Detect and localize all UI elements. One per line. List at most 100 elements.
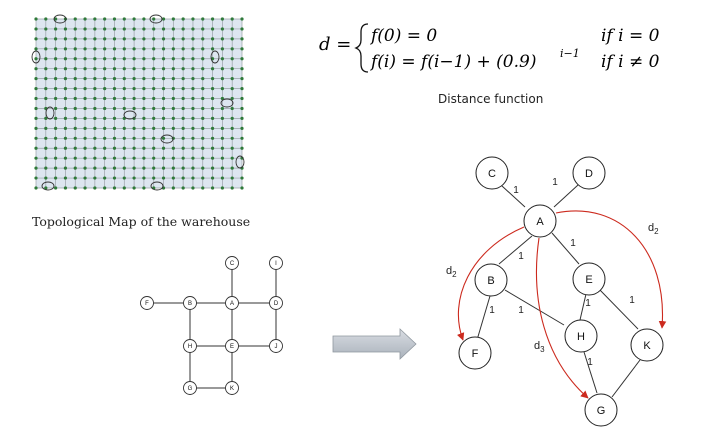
grid-node (93, 116, 97, 121)
cases-brace (354, 23, 369, 73)
grid-node (112, 186, 117, 190)
grid-node (152, 77, 156, 81)
grid-node (73, 106, 77, 111)
grid-node (44, 96, 48, 101)
grid-node (210, 116, 215, 121)
grid-node (44, 116, 48, 121)
grid-node (83, 106, 87, 111)
grid-node (83, 67, 87, 71)
grid-node (142, 176, 146, 180)
grid-node (54, 37, 58, 41)
small-node-label: C (230, 261, 235, 267)
grid-node (44, 166, 48, 170)
grid-node (201, 86, 205, 91)
grid-node (230, 136, 234, 140)
grid-node (34, 186, 38, 190)
grid-node (83, 17, 87, 21)
grid-node (44, 67, 48, 71)
grid-node (171, 77, 175, 81)
grid-node (191, 37, 195, 41)
grid-node (181, 67, 185, 71)
node-C (475, 156, 509, 190)
grid-node (54, 176, 58, 180)
small-node-I (269, 256, 283, 270)
small-node-F (140, 296, 154, 310)
grid-node (73, 176, 77, 180)
grid-node (112, 57, 117, 61)
case1-condition: if i = 0 (601, 26, 660, 46)
grid-node (73, 47, 77, 51)
grid-node (93, 37, 97, 41)
grid-node (34, 126, 38, 130)
map-marker (235, 155, 245, 169)
case2-exponent: i−1 (560, 47, 580, 60)
grid-node (230, 77, 234, 81)
grid-node (73, 17, 77, 21)
small-node-label: A (230, 301, 234, 307)
grid-node (220, 156, 224, 160)
small-node-B (183, 296, 197, 310)
grid-node (220, 96, 224, 101)
grid-node (122, 86, 126, 91)
grid-node (181, 17, 185, 21)
grid-node (181, 126, 185, 130)
grid-node (201, 37, 205, 41)
grid-node (54, 96, 58, 101)
grid-node (230, 86, 234, 91)
grid-node (34, 116, 38, 121)
grid-node (191, 176, 195, 180)
path-d2-A-to-F (456, 226, 525, 341)
grid-node (210, 136, 215, 140)
node-label: F (472, 348, 479, 360)
d3-label: d3 (534, 340, 545, 354)
grid-node (93, 146, 97, 150)
grid-node (220, 47, 224, 51)
node-label: G (597, 405, 606, 417)
map-marker (210, 50, 220, 64)
grid-node (181, 27, 185, 31)
grid-node (54, 47, 58, 51)
grid-node (161, 37, 166, 41)
grid-node (161, 126, 166, 130)
grid-node (93, 77, 97, 81)
grid-node (152, 136, 156, 140)
small-node-D (269, 296, 283, 310)
grid-node (191, 17, 195, 21)
grid-node (210, 176, 215, 180)
grid-node (44, 47, 48, 51)
grid-node (112, 146, 117, 150)
grid-node (44, 136, 48, 140)
grid-node (103, 57, 107, 61)
grid-node (171, 126, 175, 130)
grid-node (103, 77, 107, 81)
grid-node (132, 106, 136, 111)
grid-node (240, 126, 244, 130)
small-node-H (183, 339, 197, 353)
grid-node (103, 47, 107, 51)
grid-node (191, 47, 195, 51)
grid-node (103, 106, 107, 111)
edge-weight: 1 (629, 295, 635, 306)
grid-node (83, 57, 87, 61)
grid-node (191, 156, 195, 160)
edge-E-H (579, 293, 587, 321)
grid-node (171, 146, 175, 150)
grid-node (191, 166, 195, 170)
grid-node (161, 156, 166, 160)
grid-node (112, 47, 117, 51)
path-d2-A-to-K (555, 210, 667, 329)
grid-node (34, 77, 38, 81)
small-node-label: H (188, 344, 192, 350)
grid-node (122, 136, 126, 140)
grid-node (171, 116, 175, 121)
grid-node (83, 156, 87, 160)
grid-node (63, 146, 68, 150)
grid-node (142, 96, 146, 101)
d2-right-label: d2 (648, 222, 659, 236)
grid-node (220, 17, 224, 21)
grid-node (191, 106, 195, 111)
node-K (630, 328, 664, 362)
grid-node (191, 126, 195, 130)
grid-node (171, 156, 175, 160)
grid-node (230, 106, 234, 111)
